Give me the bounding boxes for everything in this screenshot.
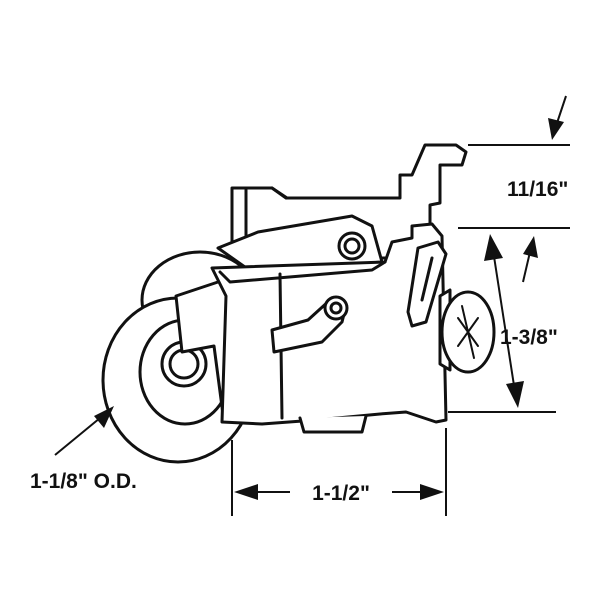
dimension-label-width: 1-1/2" xyxy=(312,482,370,505)
roller-assembly xyxy=(101,143,496,464)
tab-rivet xyxy=(323,295,349,321)
wheel-od-arrow xyxy=(54,406,114,456)
dimension-label-height: 1-3/8" xyxy=(500,326,558,349)
arm-rivet xyxy=(337,231,367,261)
dimension-label-wheel-od: 1-1/8" O.D. xyxy=(30,470,137,493)
width-dimension-arrows xyxy=(234,484,444,500)
dimension-annotations: 11/16" 1-3/8" 1-1/2" 1-1/8" O.D. xyxy=(30,95,570,516)
adjustment-screw xyxy=(438,288,496,374)
bottom-lip xyxy=(298,414,368,434)
side-spring-clip-edge xyxy=(420,256,434,302)
top-offset-arrows xyxy=(522,95,567,283)
height-dimension-arrow xyxy=(484,234,524,408)
dimension-label-top-offset: 11/16" xyxy=(507,178,568,201)
